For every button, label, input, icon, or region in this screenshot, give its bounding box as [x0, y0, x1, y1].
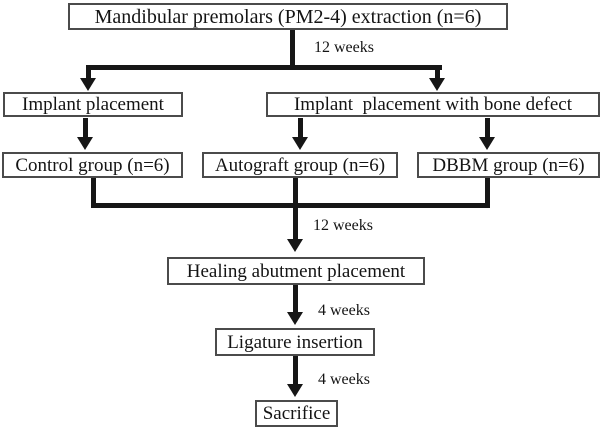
connector-dbbm-stub: [485, 178, 490, 205]
interval-label-after-ligature: 4 weeks: [318, 371, 370, 388]
connector-defect-to-autograft: [298, 118, 303, 138]
arrowhead-to-implant-bone-defect: [429, 78, 445, 91]
arrowhead-to-implant-placement: [80, 78, 96, 91]
connector-implant-to-control: [83, 118, 88, 138]
arrowhead-to-autograft: [292, 137, 308, 150]
arrowhead-to-healing: [287, 239, 303, 252]
interval-label-after-groups: 12 weeks: [313, 217, 373, 234]
interval-label-after-healing: 4 weeks: [318, 302, 370, 319]
node-control-group: Control group (n=6): [2, 152, 183, 178]
node-sacrifice: Sacrifice: [255, 400, 338, 427]
arrowhead-to-dbbm: [479, 137, 495, 150]
connector-ligature-to-sacrifice: [293, 356, 298, 385]
node-dbbm-group: DBBM group (n=6): [417, 152, 600, 178]
node-autograft-group: Autograft group (n=6): [202, 152, 398, 178]
arrowhead-to-sacrifice: [287, 384, 303, 397]
connector-converge-horizontal: [91, 203, 490, 208]
node-healing-abutment: Healing abutment placement: [167, 257, 425, 285]
connector-converge-to-healing: [293, 206, 298, 240]
connector-control-stub: [91, 178, 96, 205]
connector-extraction-stem: [290, 30, 295, 67]
connector-branch-horizontal: [86, 65, 442, 70]
node-implant-bone-defect: Implant placement with bone defect: [266, 92, 600, 117]
node-implant-placement: Implant placement: [3, 92, 183, 117]
arrowhead-to-ligature: [287, 312, 303, 325]
node-ligature-insertion: Ligature insertion: [215, 328, 375, 356]
interval-label-after-extraction: 12 weeks: [314, 39, 374, 56]
connector-defect-to-dbbm: [485, 118, 490, 138]
connector-autograft-stub: [293, 178, 298, 205]
connector-healing-to-ligature: [293, 285, 298, 313]
connector-branch-right-drop: [435, 65, 440, 79]
node-extraction: Mandibular premolars (PM2-4) extraction …: [68, 3, 508, 30]
connector-branch-left-drop: [86, 65, 91, 79]
arrowhead-to-control: [77, 137, 93, 150]
